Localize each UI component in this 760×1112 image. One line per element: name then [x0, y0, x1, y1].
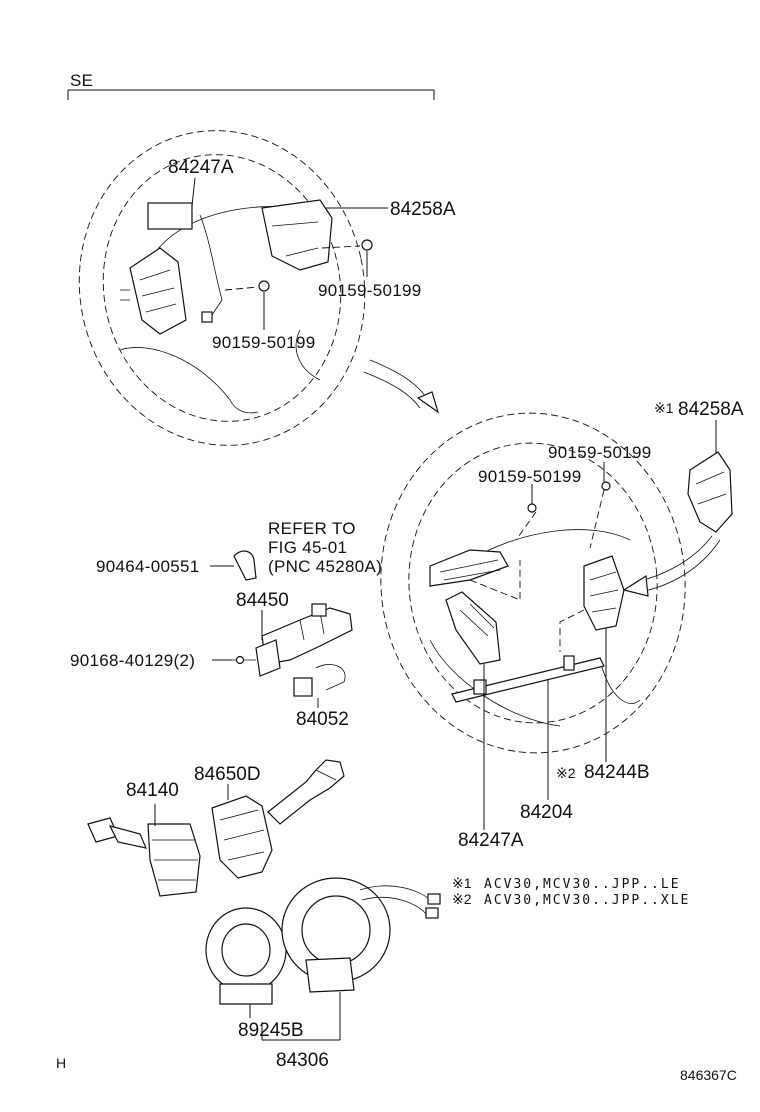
se-bracket: [67, 89, 435, 100]
label-84450: 84450: [236, 590, 289, 611]
label-84140: 84140: [126, 780, 179, 801]
label-84258A-top: 84258A: [390, 199, 456, 220]
lower-steering-wheel: [380, 412, 686, 754]
label-84052: 84052: [296, 709, 349, 730]
label-84306: 84306: [276, 1050, 329, 1071]
label-84204: 84204: [520, 802, 573, 823]
label-84650D: 84650D: [194, 764, 261, 785]
refer-line2: FIG 45-01: [268, 538, 347, 557]
combination-switches: [87, 759, 345, 897]
label-84258A-right: 84258A: [678, 399, 744, 420]
note1-text: ACV30,MCV30..JPP..LE: [484, 877, 681, 892]
label-84247A-top: 84247A: [168, 157, 234, 178]
label-89245B: 89245B: [238, 1020, 304, 1041]
label-90159-r1: 90159-50199: [548, 443, 652, 462]
label-90464: 90464-00551: [96, 557, 200, 576]
corner-mark: H: [56, 1055, 66, 1071]
label-84244B: 84244B: [584, 762, 650, 783]
refer-line1: REFER TO: [268, 519, 356, 538]
note2-mark: ※2: [452, 891, 472, 907]
spiral-cable-assembly: [205, 877, 441, 1005]
arrow-upper-to-lower: [363, 359, 440, 414]
ignition-assembly: [232, 550, 353, 697]
label-90159-r2: 90159-50199: [478, 467, 582, 486]
mark-84244B: ※2: [556, 765, 576, 781]
right-cover-detached: [622, 420, 733, 597]
note1-mark: ※1: [452, 875, 472, 891]
section-label: SE: [70, 71, 93, 90]
label-84247A-bottom: 84247A: [458, 830, 524, 851]
refer-line3: (PNC 45280A): [268, 557, 382, 576]
note2-text: ACV30,MCV30..JPP..XLE: [484, 893, 690, 908]
upper-steering-wheel: [78, 130, 373, 446]
label-90159-top-left: 90159-50199: [212, 333, 316, 352]
label-90159-top-right: 90159-50199: [318, 281, 422, 300]
drawing-code: 846367C: [680, 1067, 737, 1083]
mark-84258A-right: ※1: [654, 400, 674, 416]
label-90168: 90168-40129(2): [70, 651, 195, 670]
leader-84247A-top: [191, 177, 196, 207]
